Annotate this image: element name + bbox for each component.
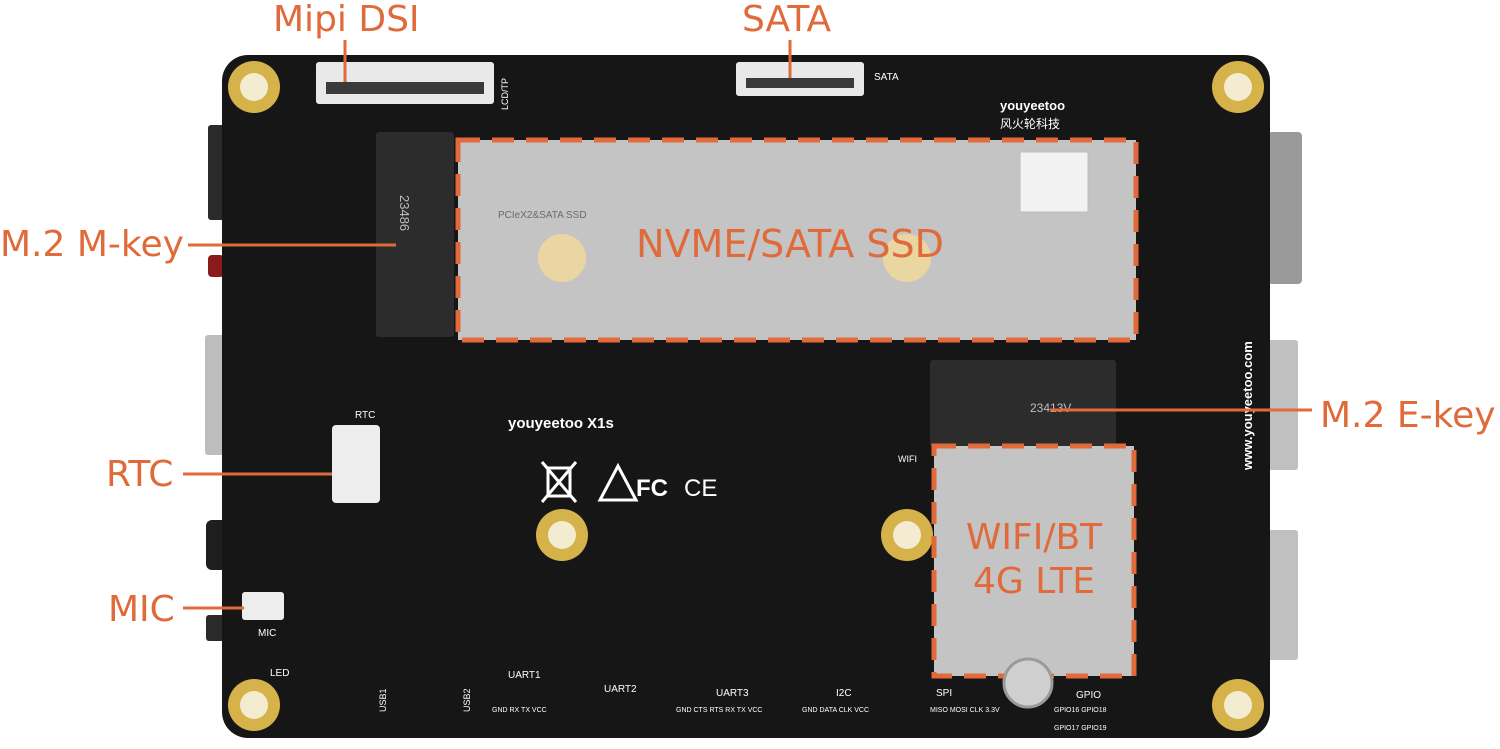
silk-uart1-pins: GND RX TX VCC xyxy=(492,707,547,714)
silk-brand: youyeetoo xyxy=(1000,98,1065,113)
silk-uart2: UART2 xyxy=(604,684,637,695)
callout-mic: MIC xyxy=(108,589,175,630)
m2-ekey-slot xyxy=(930,360,1116,448)
callout-sata: SATA xyxy=(742,0,832,40)
silk-mkey-part: 23486 xyxy=(397,195,412,231)
wireless-screw xyxy=(1002,657,1054,709)
silk-uart1: UART1 xyxy=(508,670,541,681)
zone-label-ssd: NVME/SATA SSD xyxy=(636,222,944,266)
weee-bin-icon xyxy=(540,461,578,503)
rtc-connector xyxy=(332,425,380,503)
mounting-holes xyxy=(228,61,1264,731)
mount-hole-bl-center xyxy=(240,691,268,719)
ethernet-port xyxy=(1268,132,1302,284)
silk-led: LED xyxy=(270,668,289,679)
silk-gpio: GPIO xyxy=(1076,690,1101,701)
silk-board-name: youyeetoo X1s xyxy=(508,415,614,432)
mount-hole-mid-center xyxy=(548,521,576,549)
silk-fc: FC xyxy=(636,475,668,502)
silk-spi-pins: MISO MOSI CLK 3.3V xyxy=(930,707,1000,714)
silk-gpio-pins2: GPIO17 GPIO19 xyxy=(1054,725,1107,732)
m2-mkey-slot xyxy=(376,132,454,337)
mic-connector xyxy=(242,592,284,620)
zone-label-wireless-line2: 4G LTE xyxy=(972,561,1096,602)
silk-mic-small: MIC xyxy=(258,628,276,639)
silk-usb2: USB2 xyxy=(462,688,472,712)
wireless-highlight-fill xyxy=(934,446,1134,676)
silk-usb1: USB1 xyxy=(378,688,388,712)
silk-spi: SPI xyxy=(936,688,952,699)
zone-label-wireless-line1: WIFI/BT xyxy=(965,517,1103,558)
silk-uart3: UART3 xyxy=(716,688,749,699)
silk-lcd: LCD/TP xyxy=(500,78,510,110)
silk-website: www.youyeetoo.com xyxy=(1240,341,1255,471)
ssd-mount-left xyxy=(538,234,586,282)
mount-hole-tr-center xyxy=(1224,73,1252,101)
silk-gpio-pins: GPIO16 GPIO18 xyxy=(1054,707,1107,714)
silk-wifi-small: WIFI xyxy=(898,454,917,464)
mount-hole-br-center xyxy=(1224,691,1252,719)
callout-mipi-dsi: Mipi DSI xyxy=(273,0,420,40)
esd-warning-icon xyxy=(597,462,639,502)
ssd-mount-right xyxy=(883,234,931,282)
silk-ekey-part: 23413V xyxy=(1030,401,1071,415)
silk-brand-cn: 风火轮科技 xyxy=(1000,117,1060,131)
silk-uart3-pins: GND CTS RTS RX TX VCC xyxy=(676,707,762,714)
sata-connector-slot xyxy=(746,78,854,88)
usb-port-upper xyxy=(1268,340,1298,470)
callout-m2-mkey: M.2 M-key xyxy=(0,224,184,265)
silk-i2c: I2C xyxy=(836,688,852,699)
callout-rtc: RTC xyxy=(106,454,174,495)
mount-hole-tl-center xyxy=(240,73,268,101)
left-led xyxy=(208,255,224,277)
ssd-qr-code xyxy=(1019,151,1089,213)
usb-port-lower xyxy=(1268,530,1298,660)
callout-m2-ekey: M.2 E-key xyxy=(1320,395,1496,436)
silk-ssd-label: PCIeX2&SATA SSD xyxy=(498,210,587,221)
silk-ce: CE xyxy=(684,475,717,502)
mount-hole-mid-right-center xyxy=(893,521,921,549)
mipi-dsi-connector-slot xyxy=(326,82,484,94)
silk-rtc-small: RTC xyxy=(355,410,375,421)
silk-sata-small: SATA xyxy=(874,72,899,83)
silk-i2c-pins: GND DATA CLK VCC xyxy=(802,707,869,714)
